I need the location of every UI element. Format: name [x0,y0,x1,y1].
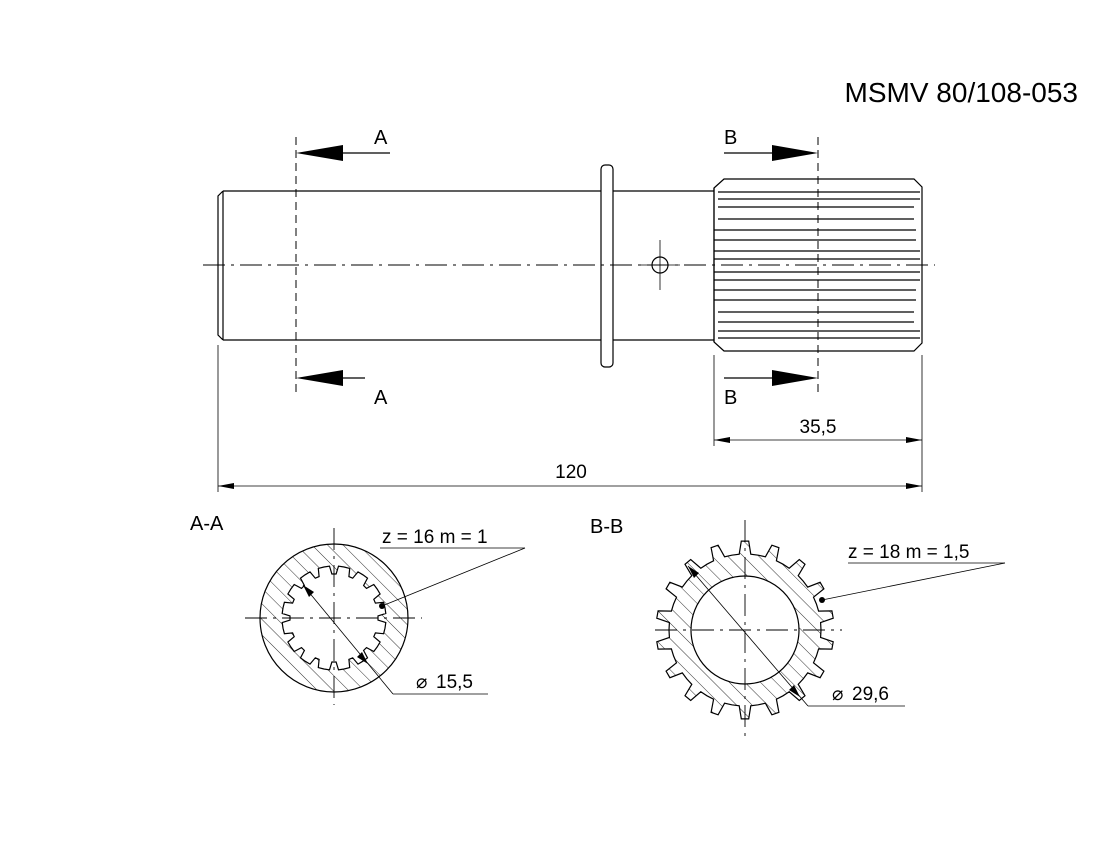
shaft-neck-outline [613,190,714,341]
section-b-diameter-value: 29,6 [852,684,889,705]
section-a-title: A-A [190,513,224,535]
section-b-title: B-B [590,516,623,538]
part-number: MSMV 80/108-053 [845,77,1078,108]
spline-length-value: 35,5 [800,417,837,438]
overall-length-value: 120 [555,462,587,483]
section-b-hatched-ring [656,540,834,720]
section-a-indicator: A A [295,127,390,409]
shaft-side-view [203,164,935,368]
section-b-spline-spec: z = 18 m = 1,5 [848,542,969,563]
section-b-letter-top: B [724,127,737,149]
section-a-letter-top: A [374,127,388,149]
dimension-spline-length: 35,5 [713,355,922,446]
section-b-indicator: B B [724,127,819,409]
section-a-diameter-value: 15,5 [436,672,473,693]
section-b-b-view: B-B ⌀ 29,6 z = 18 m = 1,5 [590,516,1006,742]
section-a-diameter-symbol: ⌀ [416,672,427,693]
section-b-diameter-symbol: ⌀ [832,684,843,705]
shaft-collar [600,164,614,368]
section-b-letter-bottom: B [724,387,737,409]
section-a-letter-bottom: A [374,387,388,409]
shaft-body-outline [217,190,601,341]
section-a-a-view: A-A ⌀ 15,5 z = 16 m = 1 [190,513,526,705]
section-a-spline-spec: z = 16 m = 1 [382,527,488,548]
dimension-overall-length: 120 [217,345,923,492]
